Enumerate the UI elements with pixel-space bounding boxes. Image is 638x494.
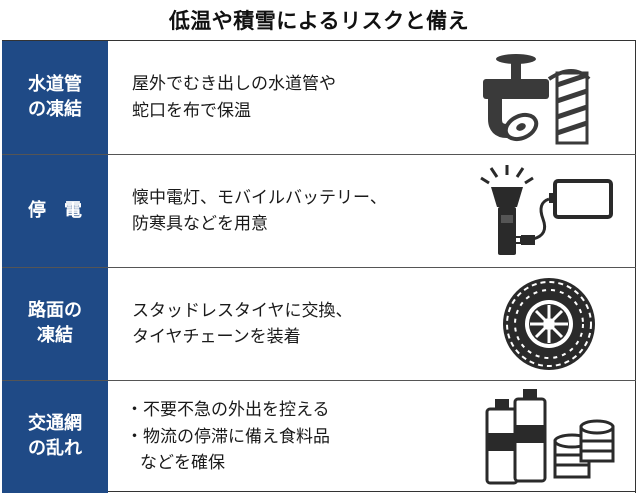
description-line: ・物流の停滞に備え食料品 <box>126 426 330 447</box>
faucet-icon <box>477 49 617 145</box>
row-label: 路面の 凍結 <box>2 268 108 380</box>
description-line: スタッドレスタイヤに交換、 <box>132 300 353 321</box>
description-line: 屋外でむき出しの水道管や <box>132 74 336 95</box>
description-line: 防寒具などを用意 <box>132 214 268 234</box>
row-description: スタッドレスタイヤに交換、 タイヤチェーンを装着 <box>132 268 462 380</box>
row-description: ・不要不急の外出を控える ・物流の停滞に備え食料品 などを確保 <box>126 381 456 493</box>
description-line: ・不要不急の外出を控える <box>126 400 330 421</box>
row-content: スタッドレスタイヤに交換、 タイヤチェーンを装着 <box>108 268 636 380</box>
description-line: タイヤチェーンを装着 <box>132 327 301 347</box>
table-row: 交通網 の乱れ ・不要不急の外出を控える ・物流の停滞に備え食料品 などを確保 <box>2 380 636 493</box>
risk-table: 水道管 の凍結 屋外でむき出しの水道管や 蛇口を布で保温 <box>2 40 636 493</box>
row-description: 懐中電灯、モバイルバッテリー、 防寒具などを用意 <box>132 155 462 267</box>
water-bottles-cans-icon <box>477 389 617 485</box>
row-content: 屋外でむき出しの水道管や 蛇口を布で保温 <box>108 41 636 154</box>
tire-chain-icon <box>477 276 617 372</box>
row-label: 停 電 <box>2 155 108 267</box>
row-label: 水道管 の凍結 <box>2 41 108 154</box>
page-title: 低温や積雪によるリスクと備え <box>168 9 470 33</box>
flashlight-battery-icon <box>477 163 617 259</box>
row-description: 屋外でむき出しの水道管や 蛇口を布で保温 <box>132 41 462 154</box>
row-content: 懐中電灯、モバイルバッテリー、 防寒具などを用意 <box>108 155 636 267</box>
table-row: 水道管 の凍結 屋外でむき出しの水道管や 蛇口を布で保温 <box>2 41 636 154</box>
table-row: 路面の 凍結 スタッドレスタイヤに交換、 タイヤチェーンを装着 <box>2 267 636 380</box>
description-line: などを確保 <box>140 453 225 474</box>
row-content: ・不要不急の外出を控える ・物流の停滞に備え食料品 などを確保 <box>108 381 636 493</box>
description-line: 懐中電灯、モバイルバッテリー、 <box>132 187 387 208</box>
row-label: 交通網 の乱れ <box>2 381 108 493</box>
table-row: 停 電 懐中電灯、モバイルバッテリー、 防寒具などを用意 <box>2 154 636 267</box>
description-line: 蛇口を布で保温 <box>132 100 251 121</box>
